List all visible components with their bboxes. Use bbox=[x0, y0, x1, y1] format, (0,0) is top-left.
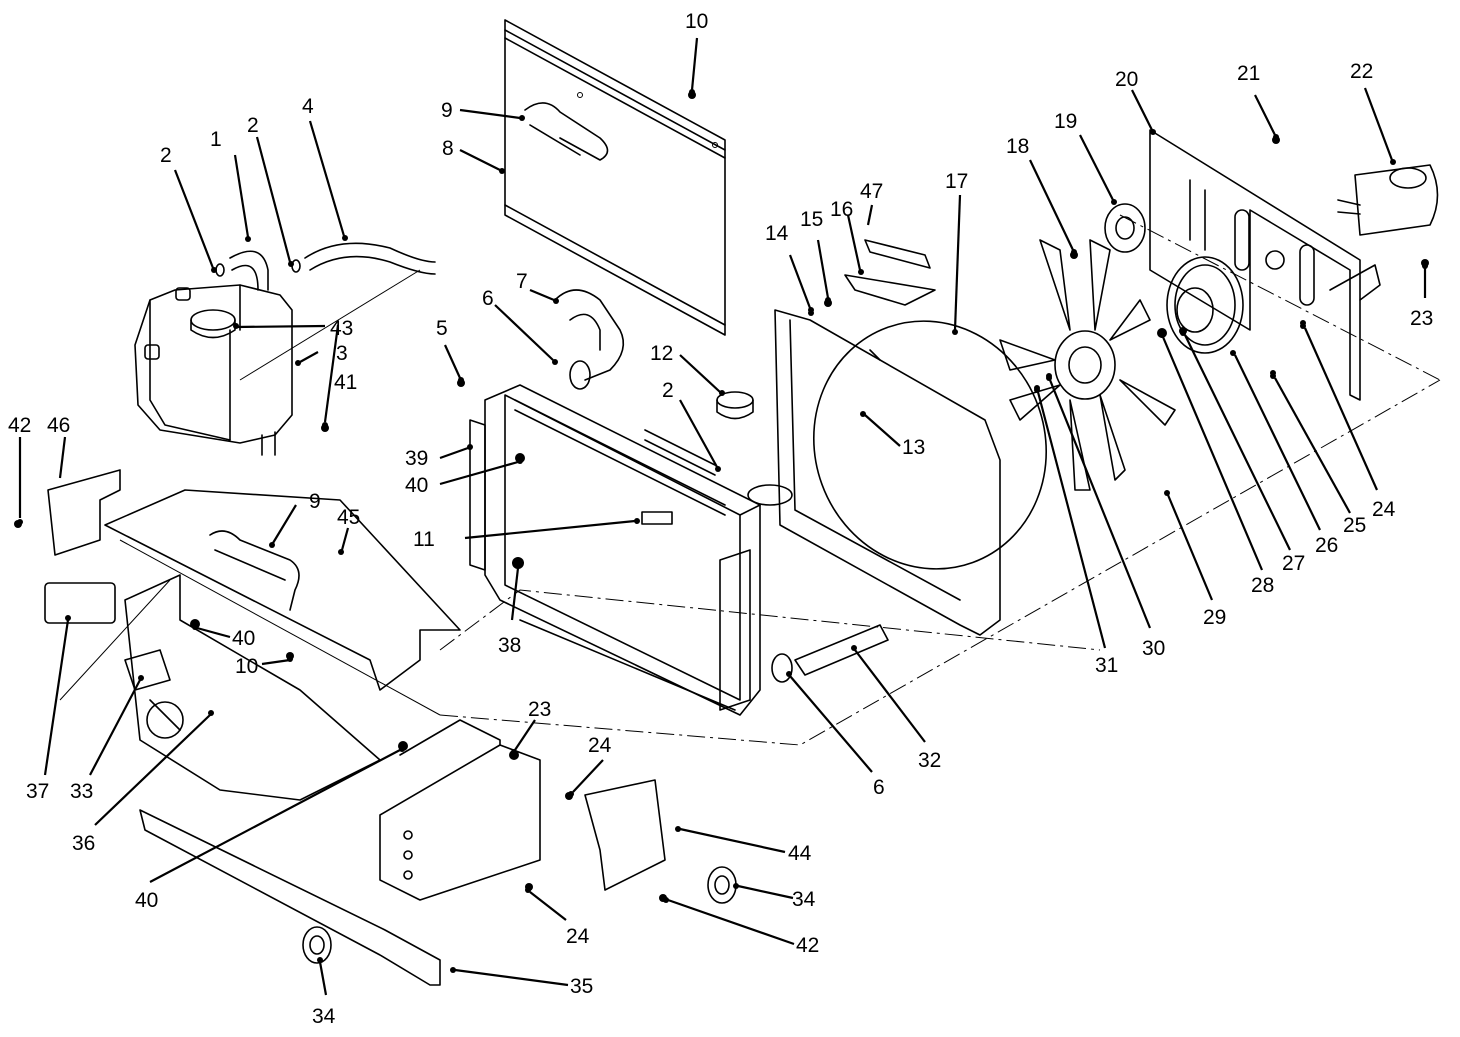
callout-44: 44 bbox=[788, 842, 812, 865]
callout-24: 24 bbox=[588, 734, 612, 757]
callout-7: 7 bbox=[516, 270, 528, 293]
callout-40: 40 bbox=[135, 889, 158, 912]
callout-28: 28 bbox=[1251, 574, 1274, 597]
callout-4: 4 bbox=[302, 95, 314, 118]
callout-16: 16 bbox=[830, 198, 853, 221]
side-panel-36 bbox=[124, 574, 381, 801]
callout-21: 21 bbox=[1237, 62, 1260, 85]
lower-radiator-hose bbox=[771, 624, 889, 683]
reservoir-hoses bbox=[215, 242, 436, 291]
callout-13: 13 bbox=[902, 436, 925, 459]
callout-43: 43 bbox=[330, 317, 353, 340]
callout-46: 46 bbox=[47, 414, 70, 437]
callout-24: 24 bbox=[566, 925, 590, 948]
callout-40: 40 bbox=[232, 627, 255, 650]
radiator-cap bbox=[716, 391, 754, 420]
callout-31: 31 bbox=[1095, 654, 1118, 677]
callout-34: 34 bbox=[792, 888, 816, 911]
callout-10: 10 bbox=[235, 655, 258, 678]
callout-17: 17 bbox=[945, 170, 968, 193]
callout-12: 12 bbox=[650, 342, 673, 365]
callout-38: 38 bbox=[498, 634, 521, 657]
callout-labels: 1 2 2 2 3 4 5 6 6 7 8 9 9 10 10 11 12 13… bbox=[8, 10, 1433, 1028]
callout-36: 36 bbox=[72, 832, 95, 855]
callout-2: 2 bbox=[662, 379, 674, 402]
callout-30: 30 bbox=[1142, 637, 1165, 660]
callout-33: 33 bbox=[70, 780, 93, 803]
callout-26: 26 bbox=[1315, 534, 1338, 557]
callout-6: 6 bbox=[873, 776, 885, 799]
idler-pulley-19 bbox=[1104, 203, 1146, 253]
callout-47: 47 bbox=[860, 180, 883, 203]
callout-leaders bbox=[17, 37, 1428, 996]
callout-9: 9 bbox=[309, 490, 321, 513]
lower-strip-35 bbox=[139, 809, 441, 986]
callout-29: 29 bbox=[1203, 606, 1226, 629]
callout-42: 42 bbox=[796, 934, 819, 957]
callout-24: 24 bbox=[1372, 498, 1396, 521]
callout-20: 20 bbox=[1115, 68, 1138, 91]
radiator bbox=[469, 384, 793, 716]
upper-shroud-plate bbox=[504, 19, 726, 336]
bracket-44 bbox=[584, 779, 666, 891]
callout-40: 40 bbox=[405, 474, 428, 497]
callout-23: 23 bbox=[1410, 307, 1433, 330]
coolant-reservoir bbox=[134, 284, 293, 456]
cooling-fan bbox=[999, 239, 1176, 491]
lower-bracket-assembly bbox=[379, 719, 541, 901]
lower-shroud-plate-45 bbox=[104, 489, 461, 691]
fan-shroud bbox=[774, 309, 1048, 636]
callout-2: 2 bbox=[247, 114, 259, 137]
callout-5: 5 bbox=[436, 317, 448, 340]
upper-radiator-hose bbox=[554, 289, 625, 390]
callout-35: 35 bbox=[570, 975, 593, 998]
hydraulic-pump bbox=[1337, 164, 1439, 236]
callout-3: 3 bbox=[336, 342, 348, 365]
hardware-fasteners bbox=[14, 91, 1429, 902]
callout-23: 23 bbox=[528, 698, 551, 721]
callout-32: 32 bbox=[918, 749, 941, 772]
side-bracket-46 bbox=[47, 469, 121, 556]
callout-45: 45 bbox=[337, 506, 360, 529]
callout-2: 2 bbox=[160, 144, 172, 167]
callout-11: 11 bbox=[413, 528, 435, 551]
callout-27: 27 bbox=[1282, 552, 1305, 575]
callout-22: 22 bbox=[1350, 60, 1373, 83]
callout-39: 39 bbox=[405, 447, 428, 470]
callout-8: 8 bbox=[442, 137, 454, 160]
callout-1: 1 bbox=[210, 128, 222, 151]
callout-19: 19 bbox=[1054, 110, 1077, 133]
knob-34-right bbox=[707, 866, 737, 904]
callout-18: 18 bbox=[1006, 135, 1029, 158]
callout-34: 34 bbox=[312, 1005, 336, 1028]
callout-25: 25 bbox=[1343, 514, 1366, 537]
callout-10: 10 bbox=[685, 10, 708, 33]
callout-15: 15 bbox=[800, 208, 823, 231]
knob-34-lower bbox=[302, 926, 332, 964]
callout-41: 41 bbox=[334, 371, 357, 394]
callout-9: 9 bbox=[441, 99, 453, 122]
mounting-plate bbox=[1149, 129, 1381, 401]
water-pump-pulley bbox=[1166, 256, 1244, 354]
callout-14: 14 bbox=[765, 222, 789, 245]
shroud-plates-16-47 bbox=[844, 239, 936, 306]
callout-42: 42 bbox=[8, 414, 31, 437]
callout-37: 37 bbox=[26, 780, 49, 803]
cushion-37-33 bbox=[44, 582, 171, 691]
callout-6: 6 bbox=[482, 287, 494, 310]
